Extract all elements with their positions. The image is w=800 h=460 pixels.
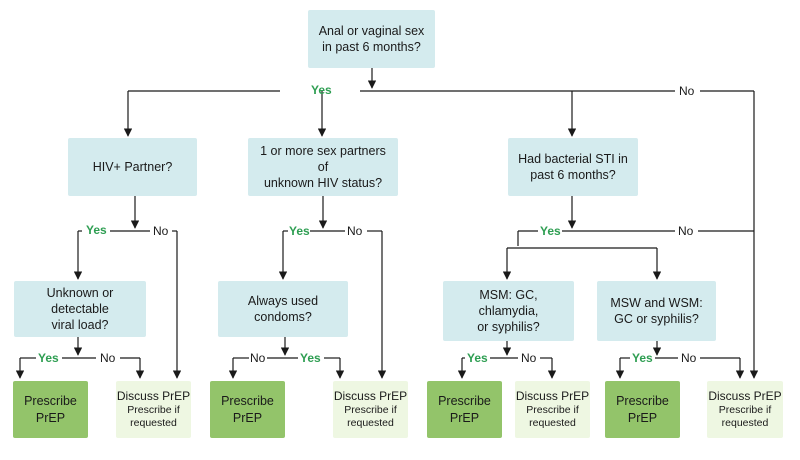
prescribe-text: Prescribe PrEP xyxy=(438,394,491,425)
answer-no-msm: No xyxy=(521,351,537,365)
answer-yes-unknown-status: Yes xyxy=(289,224,310,238)
question-text: MSM: GC, chlamydia, or syphilis? xyxy=(477,287,540,335)
question-always-condoms: Always used condoms? xyxy=(218,281,348,337)
outcome-prescribe-prep-3: Prescribe PrEP xyxy=(427,381,502,438)
discuss-title: Discuss PrEP xyxy=(515,388,590,403)
outcome-discuss-prep-4: Discuss PrEP Prescribe if requested xyxy=(707,381,783,438)
discuss-title: Discuss PrEP xyxy=(116,388,191,403)
answer-yes-hiv-partner: Yes xyxy=(86,223,107,237)
question-hiv-partner: HIV+ Partner? xyxy=(68,138,197,196)
question-viral-load: Unknown or detectable viral load? xyxy=(14,281,146,337)
discuss-title: Discuss PrEP xyxy=(333,388,408,403)
prescribe-text: Prescribe PrEP xyxy=(616,394,669,425)
question-unknown-hiv-status: 1 or more sex partners of unknown HIV st… xyxy=(248,138,398,196)
answer-yes-root: Yes xyxy=(311,83,332,97)
answer-yes-viral-load: Yes xyxy=(38,351,59,365)
question-msw-wsm-sti: MSW and WSM: GC or syphilis? xyxy=(597,281,716,341)
outcome-prescribe-prep-2: Prescribe PrEP xyxy=(210,381,285,438)
discuss-subtext: Prescribe if requested xyxy=(526,404,579,430)
answer-no-msw: No xyxy=(681,351,697,365)
question-text: MSW and WSM: GC or syphilis? xyxy=(610,295,703,326)
question-text: 1 or more sex partners of unknown HIV st… xyxy=(260,143,386,191)
question-msm-sti: MSM: GC, chlamydia, or syphilis? xyxy=(443,281,574,341)
answer-no-root: No xyxy=(679,84,695,98)
question-text: Anal or vaginal sex in past 6 months? xyxy=(318,23,425,54)
answer-yes-condoms: Yes xyxy=(300,351,321,365)
outcome-prescribe-prep-4: Prescribe PrEP xyxy=(605,381,680,438)
outcome-discuss-prep-3: Discuss PrEP Prescribe if requested xyxy=(515,381,590,438)
answer-yes-bacterial-sti: Yes xyxy=(540,224,561,238)
outcome-discuss-prep-1: Discuss PrEP Prescribe if requested xyxy=(116,381,191,438)
answer-no-condoms: No xyxy=(250,351,266,365)
question-text: HIV+ Partner? xyxy=(92,159,173,174)
answer-yes-msw: Yes xyxy=(632,351,653,365)
discuss-subtext: Prescribe if requested xyxy=(718,404,772,430)
prescribe-text: Prescribe PrEP xyxy=(24,394,77,425)
outcome-discuss-prep-2: Discuss PrEP Prescribe if requested xyxy=(333,381,408,438)
question-sex-past-6-months: Anal or vaginal sex in past 6 months? xyxy=(308,10,435,68)
question-text: Unknown or detectable viral load? xyxy=(46,285,114,333)
question-bacterial-sti: Had bacterial STI in past 6 months? xyxy=(508,138,638,196)
prescribe-text: Prescribe PrEP xyxy=(221,394,274,425)
discuss-subtext: Prescribe if requested xyxy=(127,404,180,430)
outcome-prescribe-prep-1: Prescribe PrEP xyxy=(13,381,88,438)
answer-yes-msm: Yes xyxy=(467,351,488,365)
discuss-subtext: Prescribe if requested xyxy=(344,404,397,430)
answer-no-hiv-partner: No xyxy=(153,224,169,238)
question-text: Always used condoms? xyxy=(247,293,319,324)
discuss-title: Discuss PrEP xyxy=(708,388,782,403)
question-text: Had bacterial STI in past 6 months? xyxy=(518,151,628,182)
answer-no-viral-load: No xyxy=(100,351,116,365)
answer-no-unknown-status: No xyxy=(347,224,363,238)
answer-no-bacterial-sti: No xyxy=(678,224,694,238)
